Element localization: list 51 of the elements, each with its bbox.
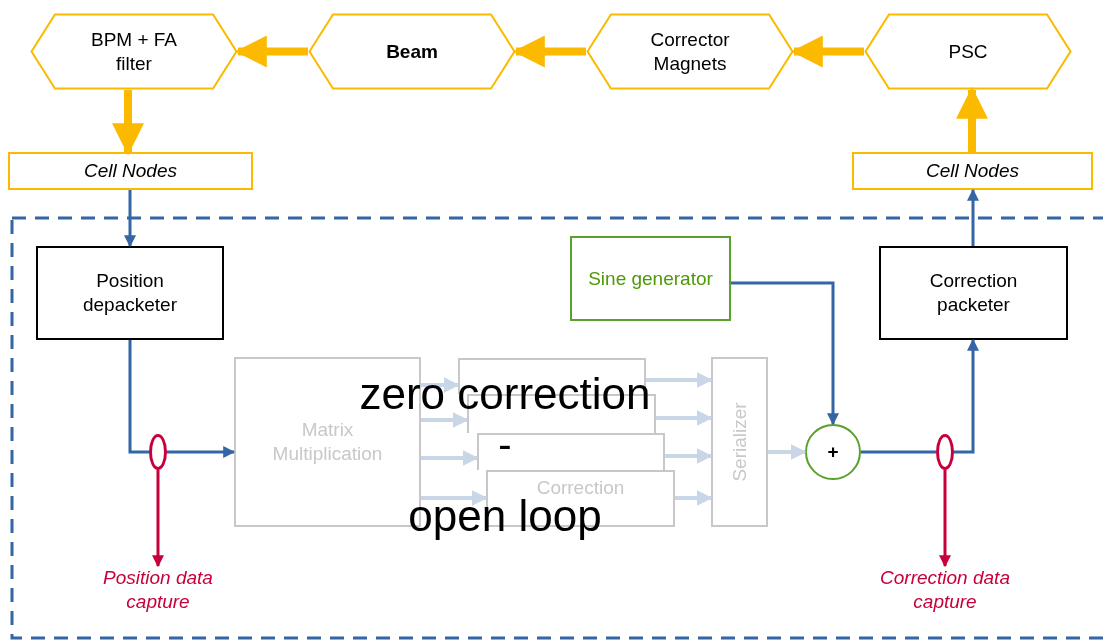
arrow	[152, 470, 164, 568]
node-label: Position depacketer	[82, 269, 178, 317]
node-label: PSC	[948, 39, 988, 64]
probe-ring	[149, 434, 167, 470]
faded-serializer-box	[711, 357, 768, 527]
arrow	[731, 281, 839, 426]
process-box	[879, 246, 1068, 340]
arrow	[421, 490, 488, 506]
thick-arrow	[956, 86, 988, 152]
thick-arrow	[112, 90, 144, 156]
hexagon-node	[586, 13, 794, 90]
node-label: Sine generator	[588, 266, 713, 291]
sum-junction	[805, 424, 861, 480]
thick-arrow	[234, 35, 308, 68]
hexagon-node	[30, 13, 238, 90]
overlay-caption: open loop	[407, 494, 602, 538]
node-label: Correction packeter	[928, 269, 1019, 317]
hexagon-node	[864, 13, 1072, 90]
overlay-caption: zero correction	[358, 372, 652, 416]
cell-nodes-box	[852, 152, 1093, 190]
node-label: +	[827, 440, 839, 464]
capture-label-text: Position data capture	[102, 566, 214, 614]
arrow	[124, 190, 136, 248]
faded-stacked-box	[477, 433, 665, 470]
generator-box	[570, 236, 731, 321]
node-label: Cell Nodes	[926, 159, 1019, 183]
dashed-region	[10, 216, 1103, 640]
arrow	[665, 448, 713, 464]
cell-nodes-box	[8, 152, 253, 190]
probe-ring	[936, 434, 954, 470]
arrow	[675, 490, 713, 506]
capture-label-text: Correction data capture	[880, 566, 1010, 614]
arrow	[421, 412, 469, 428]
arrow	[421, 450, 479, 466]
arrow	[656, 410, 713, 426]
process-box	[36, 246, 224, 340]
hexagon-node	[308, 13, 516, 90]
thick-arrow	[512, 35, 586, 68]
node-label: Corrector Magnets	[649, 27, 731, 76]
node-label: Beam	[386, 39, 438, 64]
arrow	[167, 446, 236, 458]
thick-arrow	[790, 35, 864, 68]
arrow	[939, 470, 951, 568]
node-label: BPM + FA filter	[89, 27, 179, 76]
node-label: Cell Nodes	[84, 159, 177, 183]
arrow	[646, 372, 713, 388]
arrow	[768, 444, 807, 460]
arrow	[421, 377, 460, 393]
overlay-caption: -	[497, 424, 513, 464]
arrow	[967, 188, 979, 246]
arrow	[954, 338, 979, 454]
